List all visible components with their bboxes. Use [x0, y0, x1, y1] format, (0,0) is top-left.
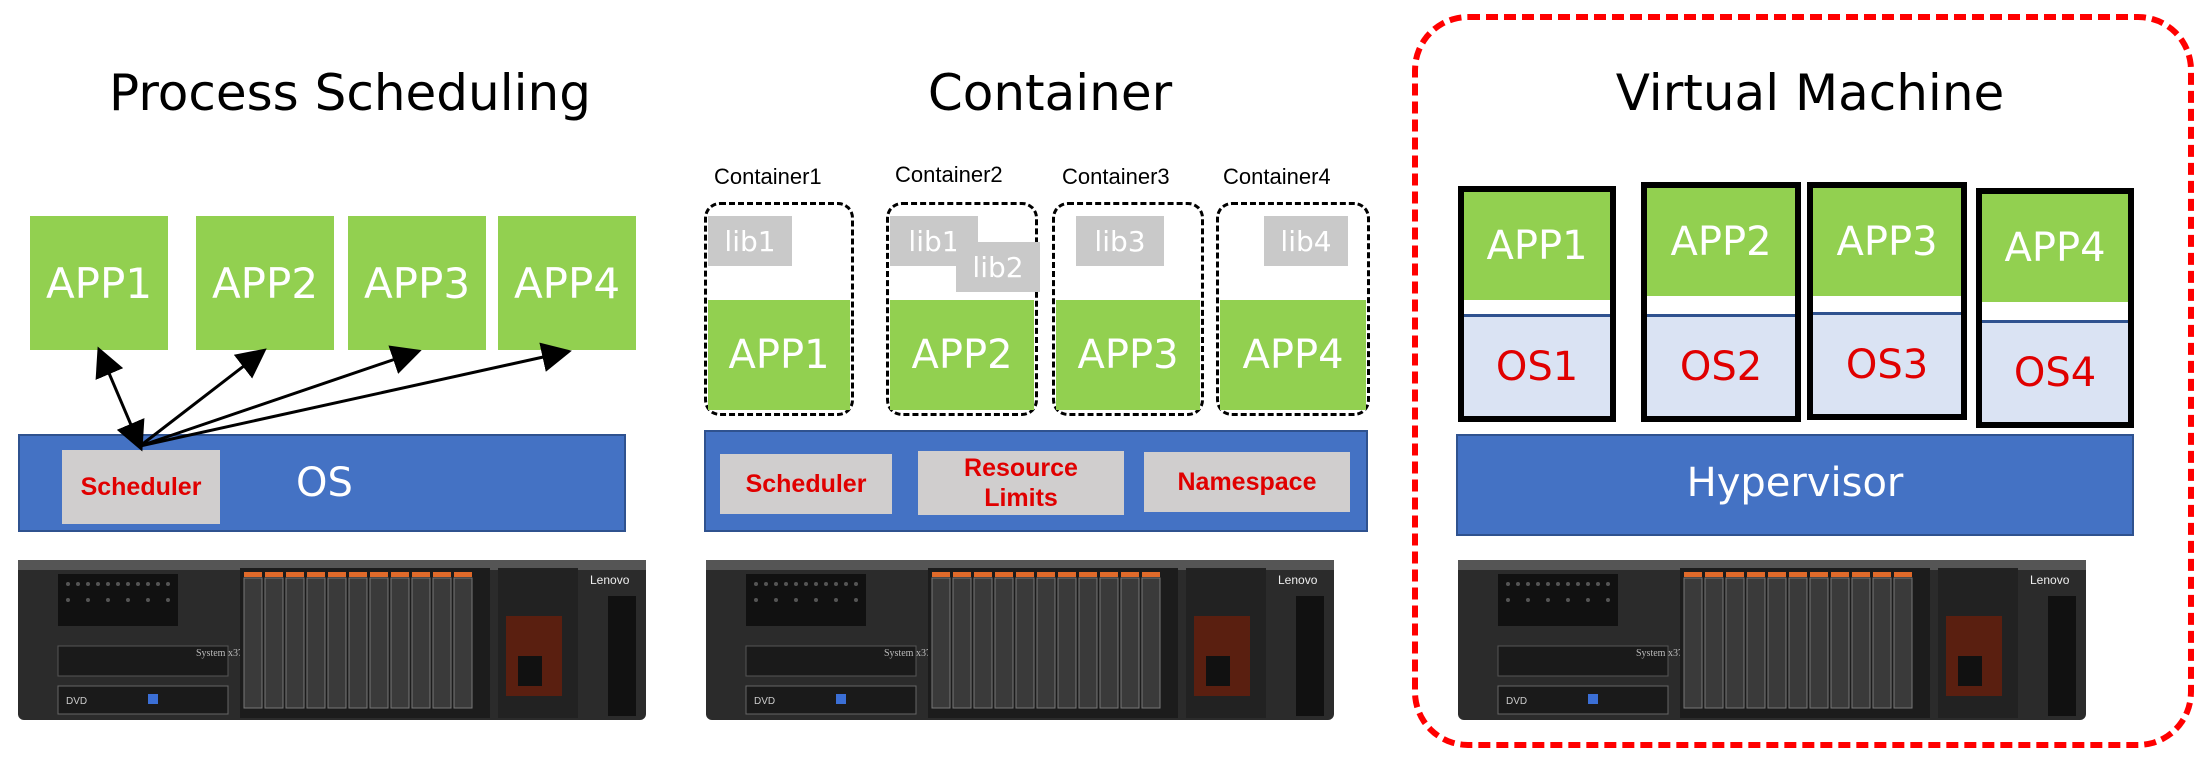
container2-app: APP2: [890, 300, 1034, 410]
arrow-to-app1: [95, 346, 145, 452]
hypervisor-label: Hypervisor: [1686, 460, 1904, 506]
container-namespace-box: Namespace: [1144, 452, 1350, 512]
process-app2: APP2: [196, 216, 334, 350]
server-1: System x3750 M4 DVD Lenovo: [18, 560, 646, 720]
vm1-app: APP1: [1464, 192, 1610, 300]
server-2-brand: Lenovo: [1278, 573, 1318, 587]
server-3: System x3750 M4 DVD Lenovo: [1458, 560, 2086, 720]
container3-frame: [1052, 202, 1204, 416]
arrow-to-app4: [139, 342, 572, 448]
process-app3: APP3: [348, 216, 486, 350]
server-3-drive: DVD: [1506, 696, 1527, 707]
container3-label: Container3: [1062, 164, 1170, 189]
server-2-drive: DVD: [754, 696, 775, 707]
process-app4: APP4: [498, 216, 636, 350]
container3-lib3: lib3: [1076, 216, 1164, 266]
process-app1: APP1: [30, 216, 168, 350]
vm1-os: OS1: [1464, 314, 1610, 416]
vm2: APP2 OS2: [1641, 182, 1801, 422]
container1-lib1: lib1: [708, 216, 792, 266]
container-resource-limits-box: Resource Limits: [918, 451, 1124, 515]
container2-lib2: lib2: [956, 242, 1040, 292]
scheduler-arrows: [95, 342, 572, 452]
container4-lib4: lib4: [1264, 216, 1348, 266]
container3-app: APP3: [1056, 300, 1200, 410]
server-3-brand: Lenovo: [2030, 573, 2070, 587]
vm3-app: APP3: [1813, 188, 1961, 296]
container1-app: APP1: [708, 300, 850, 410]
vm2-app: APP2: [1647, 188, 1795, 296]
vm4: APP4 OS4: [1976, 188, 2134, 428]
process-scheduler-box: Scheduler: [62, 450, 220, 524]
container2-label: Container2: [895, 162, 1003, 187]
server-2: System x3750 M4 DVD Lenovo: [706, 560, 1334, 720]
container4-app: APP4: [1220, 300, 1366, 410]
container-scheduler-box: Scheduler: [720, 454, 892, 514]
os-label: OS: [296, 460, 353, 506]
vm3-os: OS3: [1813, 312, 1961, 414]
container2-frame: [886, 202, 1038, 416]
server-1-drive: DVD: [66, 696, 87, 707]
vm1: APP1 OS1: [1458, 186, 1616, 422]
arrow-to-app2: [139, 348, 267, 448]
vm-highlight-frame: [1412, 14, 2194, 748]
server-1-brand: Lenovo: [590, 573, 630, 587]
container4-label: Container4: [1223, 164, 1331, 189]
container1-label: Container1: [714, 164, 822, 189]
hypervisor-bar: [1456, 434, 2134, 536]
vm4-os: OS4: [1982, 320, 2128, 422]
vm3: APP3 OS3: [1807, 182, 1967, 420]
server-1-model: System x3750 M4: [196, 648, 269, 659]
container-title: Container: [927, 64, 1173, 122]
vm-title: Virtual Machine: [1615, 64, 2005, 122]
vm2-os: OS2: [1647, 314, 1795, 416]
process-scheduling-title: Process Scheduling: [109, 64, 591, 122]
server-3-model: System x3750 M4: [1636, 648, 1709, 659]
container1-frame: [704, 202, 854, 416]
server-2-model: System x3750 M4: [884, 648, 957, 659]
vm4-app: APP4: [1982, 194, 2128, 302]
arrow-to-app3: [139, 345, 422, 448]
container4-frame: [1216, 202, 1370, 416]
